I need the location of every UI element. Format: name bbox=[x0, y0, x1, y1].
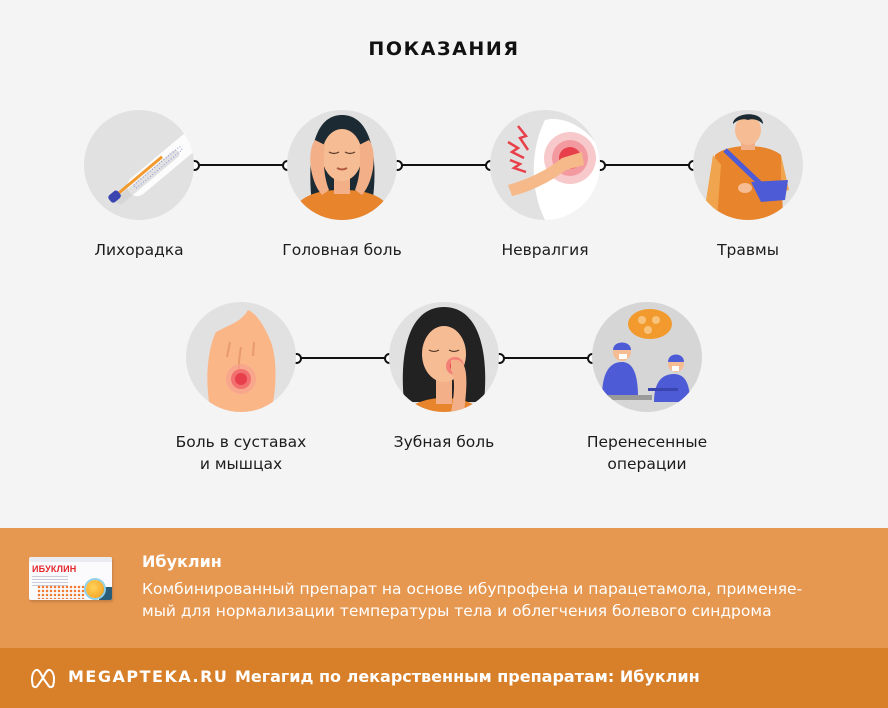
footer-band bbox=[0, 648, 888, 708]
page-title: ПОКАЗАНИЯ bbox=[368, 38, 520, 60]
indication-label: Головная боль bbox=[282, 241, 402, 259]
connector-line bbox=[502, 357, 592, 359]
connector-line bbox=[603, 164, 693, 166]
headache-woman-icon bbox=[287, 110, 397, 220]
shoulder-pain-icon bbox=[490, 110, 600, 220]
indication-toothache: Зубная боль bbox=[389, 302, 499, 451]
footer-caption: Мегагид по лекарственным препаратам: Ибу… bbox=[235, 667, 700, 686]
indication-label: Лихорадка bbox=[94, 241, 184, 259]
indication-neuralgia: Невралгия bbox=[490, 110, 600, 259]
indication-label: Зубная боль bbox=[393, 433, 495, 451]
package-top-face bbox=[29, 557, 112, 562]
surgeons-icon bbox=[592, 302, 702, 412]
connector-line bbox=[197, 164, 287, 166]
indication-label: Невралгия bbox=[501, 241, 589, 259]
indication-headache: Головная боль bbox=[282, 110, 402, 259]
package-brand: ИБУКЛИН bbox=[32, 564, 77, 574]
package-dot-pattern bbox=[37, 585, 85, 599]
package-text-lines bbox=[32, 576, 68, 586]
label-line: Боль в суставах bbox=[175, 433, 307, 451]
label-line: операции bbox=[607, 455, 687, 473]
indication-fever: Лихорадка bbox=[84, 110, 194, 259]
label-line: и мышцах bbox=[199, 455, 283, 473]
megapteka-logo-text[interactable]: MEGAPTEKA.RU bbox=[68, 667, 229, 686]
megapteka-logo-icon[interactable] bbox=[30, 667, 56, 689]
connector-line bbox=[400, 164, 490, 166]
product-name: Ибуклин bbox=[142, 552, 222, 571]
indication-label: Перенесенные операции bbox=[547, 431, 747, 475]
indication-label: Травмы bbox=[717, 241, 779, 259]
connector-line bbox=[299, 357, 389, 359]
description-line: мый для нормализации температуры тела и … bbox=[142, 602, 772, 620]
product-info-band bbox=[0, 528, 888, 648]
arm-sling-man-icon bbox=[693, 110, 803, 220]
package-orb-icon bbox=[86, 580, 104, 598]
thermometer-icon bbox=[84, 110, 194, 220]
indication-past-surgeries: Перенесенные операции bbox=[587, 302, 707, 473]
indication-joint-muscle-pain: Боль в суставах и мышцах bbox=[176, 302, 306, 473]
product-package-image: ИБУКЛИН bbox=[29, 557, 112, 600]
indication-injuries: Травмы bbox=[693, 110, 803, 259]
indication-label: Боль в суставах и мышцах bbox=[141, 431, 341, 475]
label-line: Перенесенные bbox=[586, 433, 708, 451]
back-pain-icon bbox=[186, 302, 296, 412]
toothache-woman-icon bbox=[389, 302, 499, 412]
description-line: Комбинированный препарат на основе ибупр… bbox=[142, 580, 803, 598]
product-description: Комбинированный препарат на основе ибупр… bbox=[142, 578, 862, 622]
